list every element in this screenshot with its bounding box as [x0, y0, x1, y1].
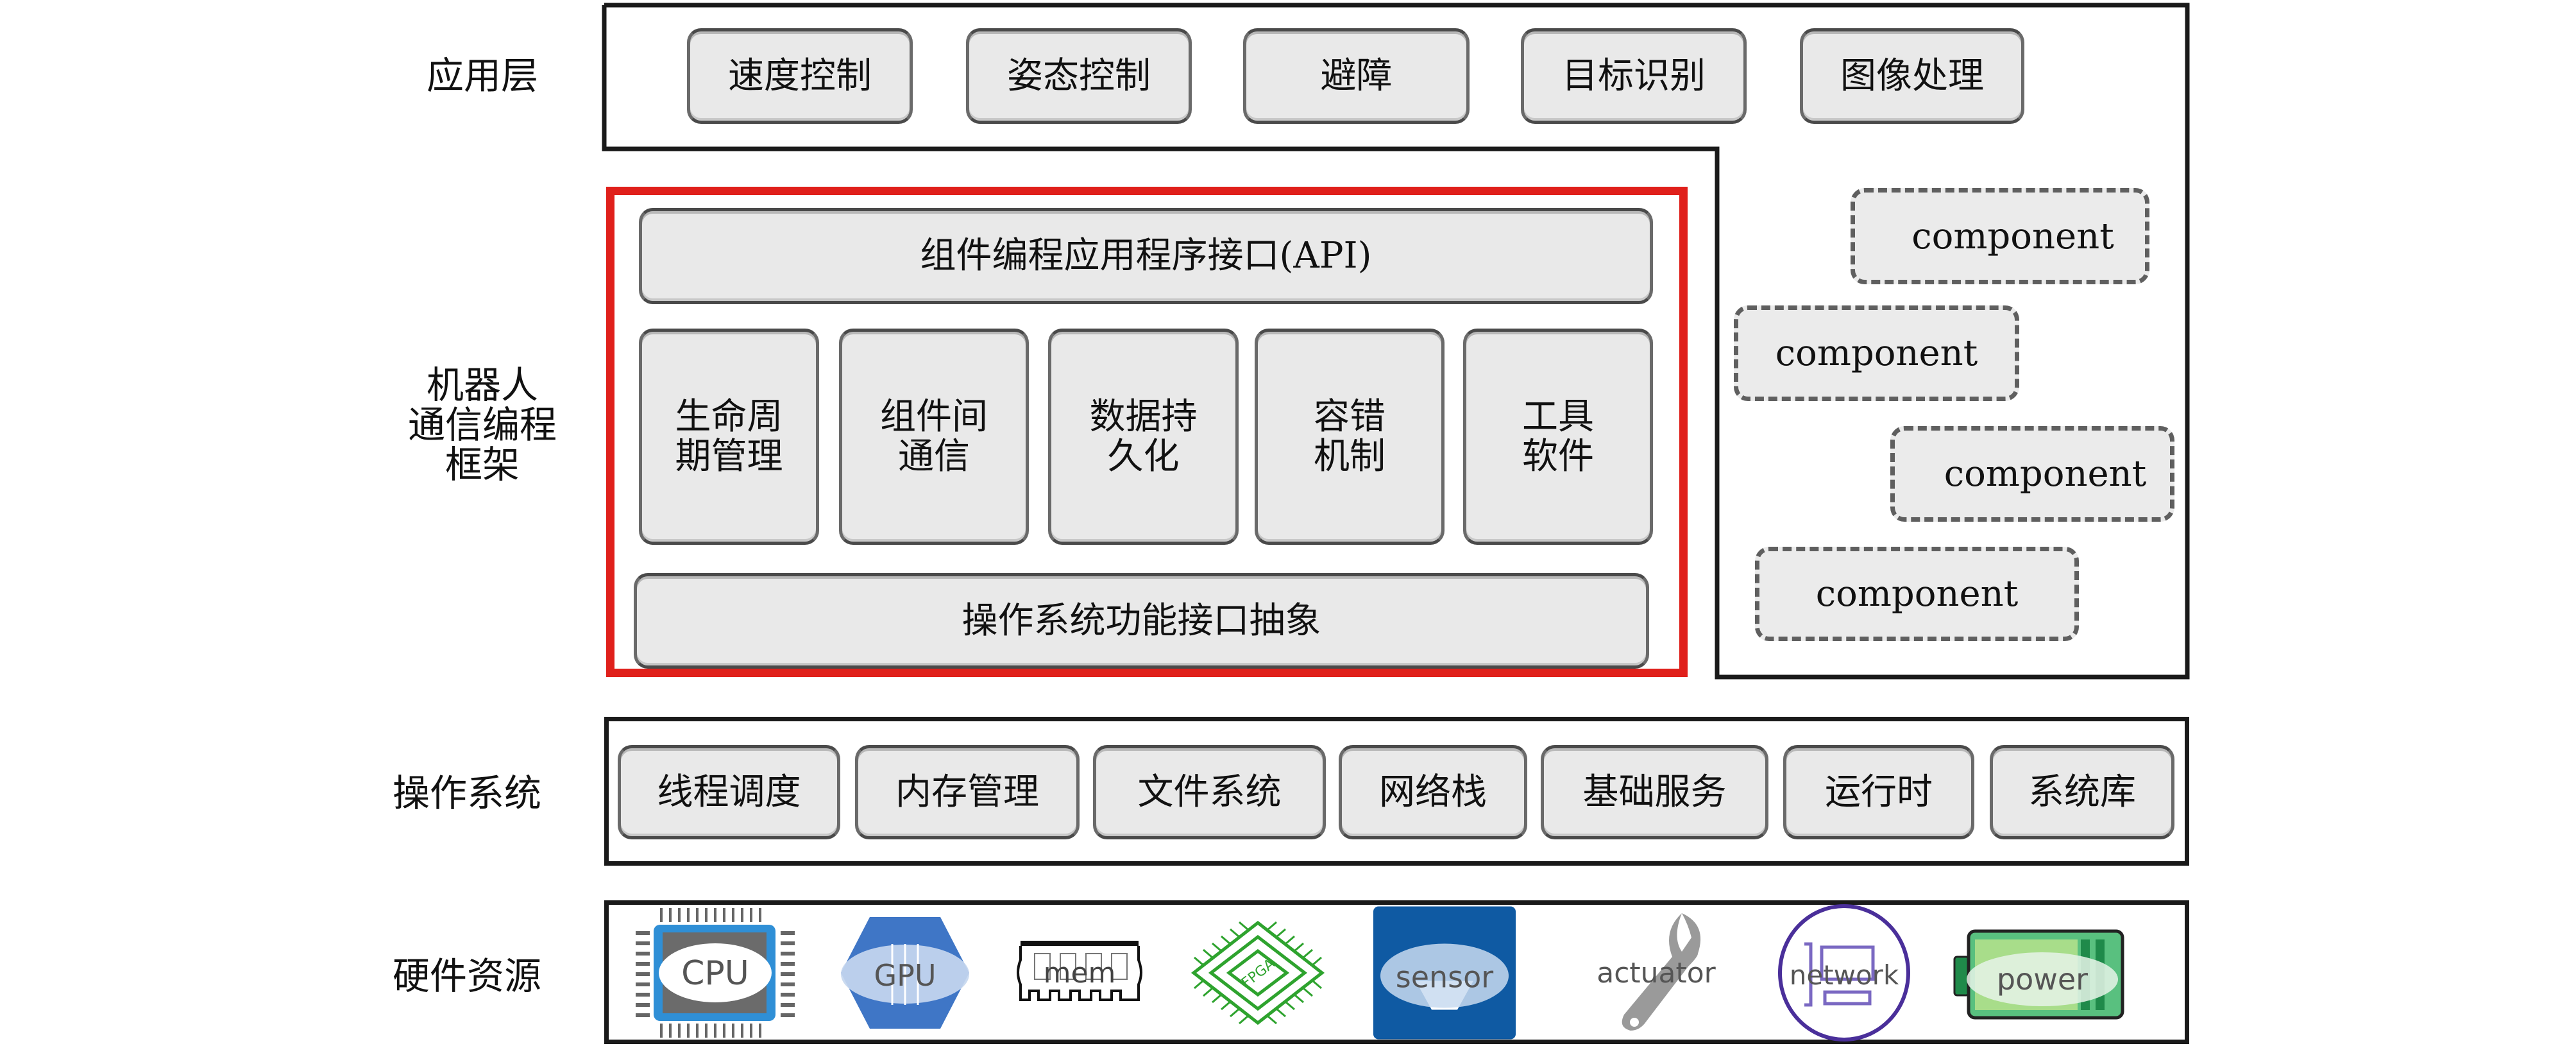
application-layer-label: 应用层 — [426, 54, 539, 98]
sensor-label: sensor — [1396, 960, 1494, 995]
component-box[interactable]: component — [1734, 305, 2019, 401]
gpu-label: GPU — [874, 958, 936, 993]
memory-module-icon: mem — [1015, 934, 1144, 1011]
os-item-thread-scheduling[interactable]: 线程调度 — [618, 745, 840, 839]
os-item-file-system[interactable]: 文件系统 — [1093, 745, 1326, 839]
module-inter-component-communication[interactable]: 组件间 通信 — [839, 329, 1029, 545]
framework-layer-label: 机器人 通信编程 框架 — [407, 363, 557, 486]
app-item-attitude-control[interactable]: 姿态控制 — [966, 28, 1192, 124]
module-lifecycle-management[interactable]: 生命周 期管理 — [639, 329, 819, 545]
hardware-layer-label: 硬件资源 — [392, 954, 542, 998]
component-api-bar[interactable]: 组件编程应用程序接口(API) — [639, 208, 1653, 304]
battery-power-icon: power — [1949, 922, 2129, 1024]
component-box[interactable]: component — [1755, 547, 2079, 641]
actuator-label: actuator — [1597, 957, 1716, 990]
app-item-image-processing[interactable]: 图像处理 — [1800, 28, 2024, 124]
gpu-icon: GPU — [831, 912, 979, 1034]
fpga-chip-icon: FPGA — [1184, 915, 1332, 1031]
sensor-icon: sensor — [1371, 904, 1518, 1042]
application-framework-frame — [602, 3, 2190, 680]
power-label: power — [1997, 962, 2088, 997]
network-icon: network — [1774, 902, 1915, 1043]
app-item-speed-control[interactable]: 速度控制 — [687, 28, 913, 124]
os-item-network-stack[interactable]: 网络栈 — [1339, 745, 1527, 839]
module-data-persistence[interactable]: 数据持 久化 — [1048, 329, 1239, 545]
app-item-obstacle-avoidance[interactable]: 避障 — [1243, 28, 1470, 124]
os-layer-label: 操作系统 — [392, 771, 542, 815]
component-box[interactable]: component — [1890, 426, 2174, 522]
hardware-layer-frame — [604, 900, 2189, 1044]
cpu-label: CPU — [681, 954, 749, 993]
os-item-runtime[interactable]: 运行时 — [1783, 745, 1974, 839]
os-item-system-library[interactable]: 系统库 — [1990, 745, 2174, 839]
app-item-target-recognition[interactable]: 目标识别 — [1521, 28, 1747, 124]
os-abstraction-bar[interactable]: 操作系统功能接口抽象 — [634, 573, 1649, 669]
os-item-memory-management[interactable]: 内存管理 — [855, 745, 1080, 839]
memory-label: mem — [1044, 957, 1116, 990]
module-fault-tolerance[interactable]: 容错 机制 — [1255, 329, 1445, 545]
module-tool-software[interactable]: 工具 软件 — [1463, 329, 1653, 545]
os-layer-frame — [604, 717, 2189, 866]
network-label: network — [1790, 959, 1899, 991]
framework-highlight-box — [606, 187, 1688, 677]
wrench-actuator-icon: actuator — [1586, 905, 1727, 1040]
os-item-basic-services[interactable]: 基础服务 — [1541, 745, 1768, 839]
component-box[interactable]: component — [1851, 188, 2149, 284]
cpu-chip-icon: CPU — [632, 905, 799, 1040]
